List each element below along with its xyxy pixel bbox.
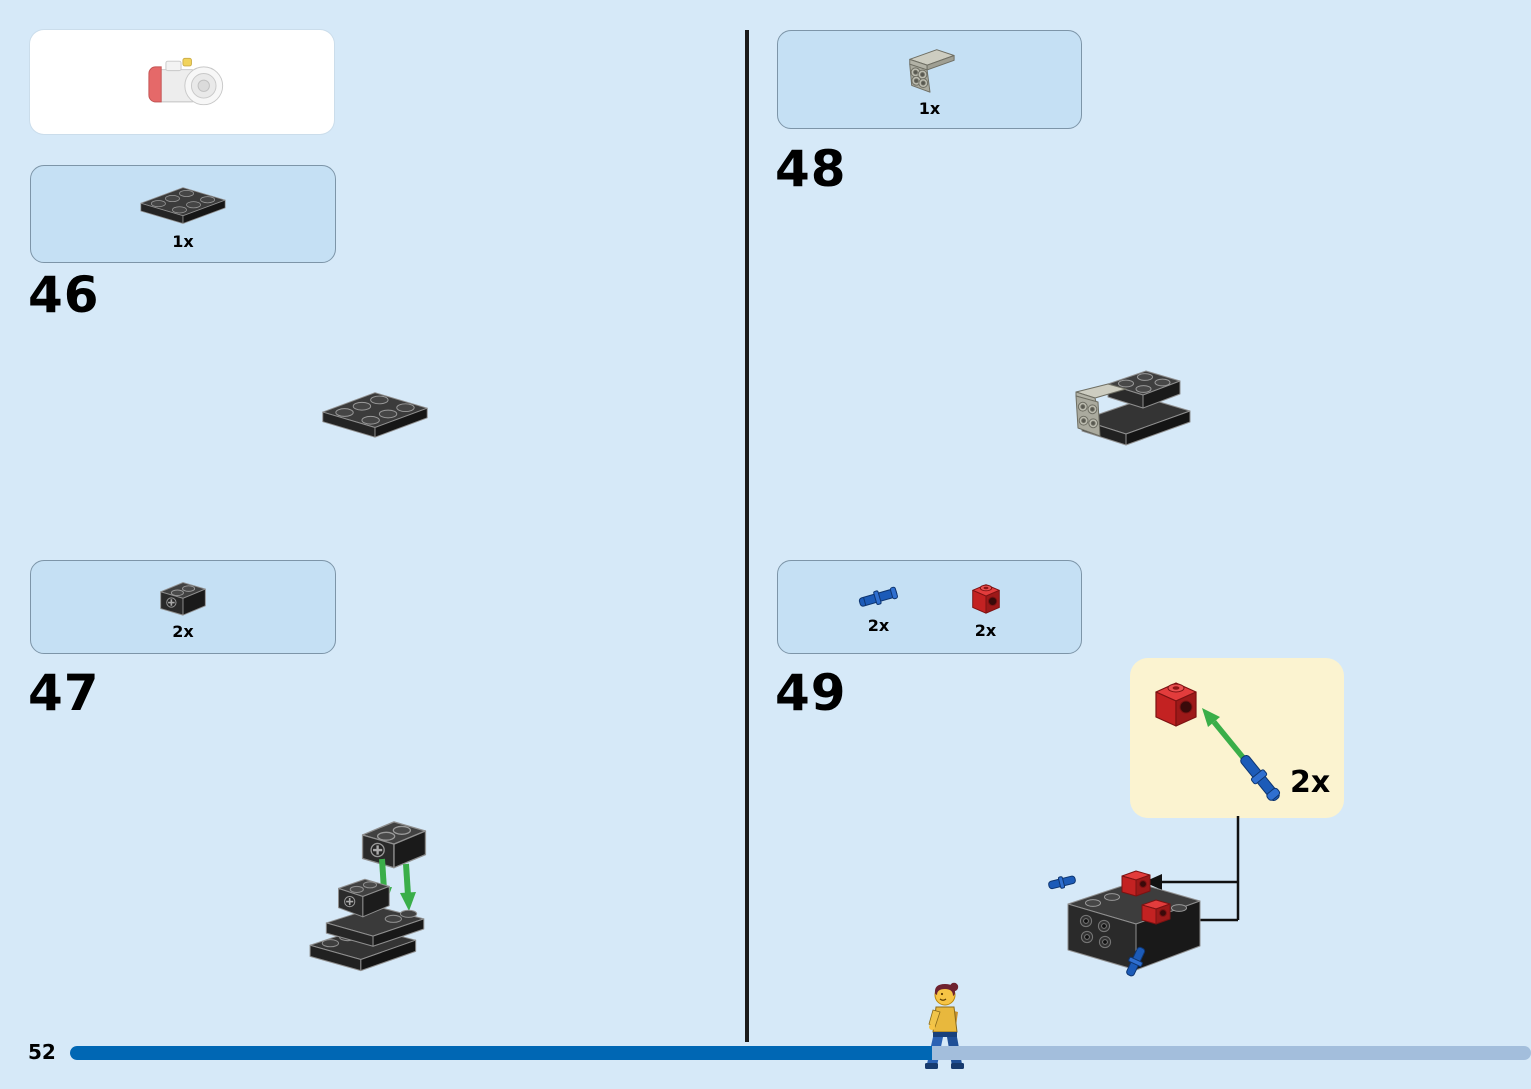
- technic-brick-icon: [160, 582, 206, 616]
- progress-bar: [70, 1046, 1531, 1060]
- step-47-parts-box: 2x: [30, 560, 336, 654]
- step-46-number: 46: [28, 266, 100, 324]
- callout-illustration: [1155, 682, 1281, 802]
- part-count: 1x: [918, 99, 941, 118]
- step-47-number: 47: [28, 664, 100, 722]
- step-48-number: 48: [775, 140, 847, 198]
- step-48-parts-box: 1x: [777, 30, 1082, 129]
- step-49-parts-box: 2x 2x: [777, 560, 1082, 654]
- progress-bar-fill: [70, 1046, 932, 1060]
- pin-insertion-callout: 2x: [1130, 658, 1344, 818]
- part-count: 1x: [172, 231, 194, 251]
- step-47-assembly: [309, 878, 425, 972]
- part-count: 2x: [974, 620, 997, 640]
- submodel-preview-box: [30, 30, 334, 134]
- black-plate-2x3-icon: [140, 186, 226, 224]
- part-pin: 2x: [855, 581, 903, 634]
- callout-count: 2x: [1290, 765, 1331, 800]
- part-red-brick: 2x: [967, 576, 1005, 639]
- camera-submodel-icon: [148, 57, 224, 106]
- step-48-assembly: [1075, 370, 1191, 446]
- step-49-number: 49: [775, 664, 847, 722]
- step-47-floating-brick: [361, 821, 427, 869]
- part-count: 2x: [172, 622, 194, 641]
- bracket-plate-icon: [908, 49, 955, 93]
- part-count: 2x: [867, 615, 890, 635]
- red-brick-icon: [971, 583, 1000, 614]
- technic-pin-icon: [858, 586, 898, 607]
- page-number: 52: [28, 1040, 56, 1064]
- step-49-assembly: [1048, 870, 1201, 977]
- step-46-parts-box: 1x: [30, 165, 336, 263]
- step-46-plate-illustration: [322, 392, 428, 438]
- column-divider: [745, 30, 749, 1042]
